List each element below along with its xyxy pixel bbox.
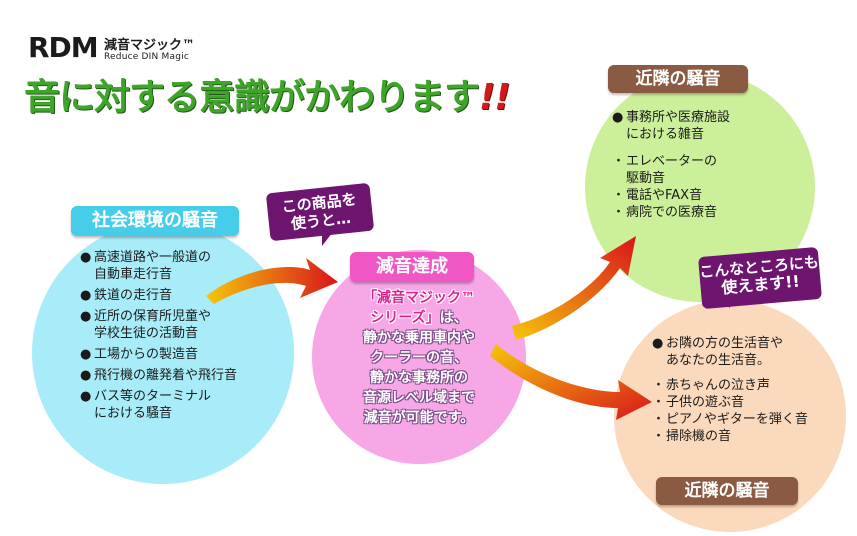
dot-icon: ・ — [612, 188, 626, 203]
list-item-text: 学校生徒の活動音 — [94, 326, 199, 341]
bullet-icon: ● — [80, 288, 92, 303]
result-description: 「減音マジック™ シリーズ」は、 静かな乗用車内や クーラーの音、 静かな事務所… — [326, 288, 512, 428]
bullet-icon: ● — [612, 110, 624, 125]
list-item-text: あなたの生活音。 — [666, 353, 771, 368]
arrow-center-to-office — [512, 236, 636, 340]
dot-icon: ・ — [652, 429, 666, 444]
list-item: ●高速道路や一般道の自動車走行音 — [80, 249, 237, 283]
bullet-icon: ● — [80, 389, 92, 404]
bullet-icon: ● — [80, 250, 92, 265]
list-item-text: における騒音 — [94, 406, 173, 421]
list-item-text: 鉄道の走行音 — [94, 288, 173, 303]
list-item: ●事務所や医療施設における雑音 — [612, 109, 730, 143]
bullet-icon: ● — [80, 347, 92, 362]
list-item-text: 事務所や医療施設 — [626, 110, 731, 125]
dot-icon: ・ — [612, 154, 626, 169]
home-noise-label: 近隣の騒音 — [656, 477, 798, 505]
bullet-icon: ● — [652, 336, 664, 351]
list-item: ・ピアノやギターを弾く音 — [652, 411, 808, 428]
description-line: 静かな事務所の — [370, 370, 468, 386]
list-item-text: ピアノやギターを弾く音 — [666, 412, 808, 427]
list-item: ・病院での医療音 — [612, 204, 730, 221]
dot-icon: ・ — [652, 378, 666, 393]
list-item: ・掃除機の音 — [652, 428, 808, 445]
list-item-text: 工場からの製造音 — [94, 347, 199, 362]
dot-icon: ・ — [612, 205, 626, 220]
headline-exclamation: !! — [479, 77, 511, 118]
description-text: は、 — [439, 310, 468, 326]
description-line: 減音が可能です。 — [363, 410, 475, 426]
list-item-text: 子供の遊ぶ音 — [666, 395, 745, 410]
list-item-text: 病院での医療音 — [626, 205, 718, 220]
center-result-circle — [312, 250, 526, 464]
list-item: ●鉄道の走行音 — [80, 287, 237, 304]
list-item-text: 電話やFAX音 — [626, 188, 703, 203]
social-noise-list: ●高速道路や一般道の自動車走行音 ●鉄道の走行音 ●近所の保育所児童や学校生徒の… — [80, 249, 237, 426]
list-item-text: 飛行機の離発着や飛行音 — [94, 368, 238, 383]
social-noise-circle — [32, 222, 294, 484]
bullet-icon: ● — [80, 368, 92, 383]
logo-subtitle: Reduce DIN Magic — [104, 52, 189, 62]
speech-bubble-usable-here: こんなところにも 使えます!! — [697, 246, 823, 310]
bullet-icon: ● — [80, 309, 92, 324]
list-item: ・電話やFAX音 — [612, 187, 730, 204]
dot-icon: ・ — [652, 395, 666, 410]
product-name-line: 「減音マジック™ — [363, 290, 475, 306]
social-noise-label: 社会環境の騒音 — [71, 206, 239, 236]
list-item: ・赤ちゃんの泣き声 — [652, 377, 808, 394]
description-line: 音源レベル域まで — [363, 390, 475, 406]
list-item-text: 自動車走行音 — [94, 267, 173, 282]
list-item: ●バス等のターミナルにおける騒音 — [80, 388, 237, 422]
list-item: ●工場からの製造音 — [80, 346, 237, 363]
description-line: クーラーの音、 — [370, 350, 468, 366]
list-item-text: 近所の保育所児童や — [94, 309, 212, 324]
list-item: ●近所の保育所児童や学校生徒の活動音 — [80, 308, 237, 342]
list-item: ・エレベーターの駆動音 — [612, 153, 730, 187]
description-line: シリーズ」は、 — [326, 308, 512, 328]
arrow-center-to-home — [490, 344, 652, 420]
list-item-text: 赤ちゃんの泣き声 — [666, 378, 771, 393]
office-noise-list: ●事務所や医療施設における雑音 ・エレベーターの駆動音 ・電話やFAX音 ・病院… — [612, 109, 730, 221]
office-noise-label: 近隣の騒音 — [608, 65, 748, 93]
headline-text: 音に対する意識がかわります — [24, 77, 480, 118]
product-series-text: シリーズ」 — [370, 310, 440, 326]
list-item-text: 掃除機の音 — [666, 429, 732, 444]
dot-icon: ・ — [652, 412, 666, 427]
list-item: ●お隣の方の生活音やあなたの生活音。 — [652, 335, 808, 369]
result-label: 減音達成 — [350, 252, 474, 282]
list-item-text: お隣の方の生活音や — [666, 336, 784, 351]
list-item-text: 駆動音 — [626, 171, 666, 186]
list-item-text: における雑音 — [626, 127, 705, 142]
arrow-social-to-center — [206, 258, 338, 304]
list-item-text: エレベーターの — [626, 154, 718, 169]
home-noise-list: ●お隣の方の生活音やあなたの生活音。 ・赤ちゃんの泣き声 ・子供の遊ぶ音 ・ピア… — [652, 335, 808, 445]
logo-product-name: 減音マジック™ — [104, 38, 196, 53]
headline: 音に対する意識がかわります!! — [24, 68, 511, 120]
list-item: ・子供の遊ぶ音 — [652, 394, 808, 411]
list-item-text: 高速道路や一般道の — [94, 250, 212, 265]
logo-rdm: RDM — [28, 31, 99, 64]
list-item: ●飛行機の離発着や飛行音 — [80, 367, 237, 384]
description-line: 静かな乗用車内や — [363, 330, 475, 346]
list-item-text: バス等のターミナル — [94, 389, 212, 404]
